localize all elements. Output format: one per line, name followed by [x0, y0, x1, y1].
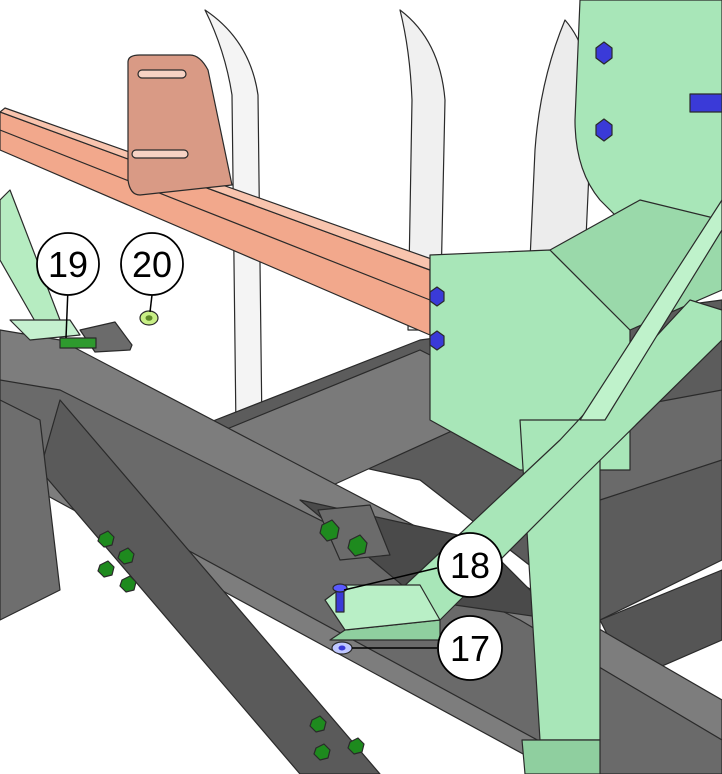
green-upright: [324, 0, 722, 774]
salmon-beam: [0, 107, 441, 336]
callout-18-label: 18: [450, 545, 490, 586]
callout-20-label: 20: [132, 244, 172, 285]
blue-bolts: [331, 41, 722, 655]
green-bolts: [97, 530, 365, 761]
callout-20: 20: [120, 232, 184, 296]
callout-19: 19: [36, 232, 100, 296]
salmon-bracket-plate: [127, 54, 233, 196]
middle-bracket: [317, 504, 391, 561]
callout-17: 17: [437, 615, 503, 681]
callout-18: 18: [437, 532, 503, 598]
leader-lines: [65, 287, 438, 649]
callout-19-label: 19: [48, 244, 88, 285]
left-green-bracket: [0, 189, 159, 353]
callout-17-label: 17: [450, 628, 490, 669]
